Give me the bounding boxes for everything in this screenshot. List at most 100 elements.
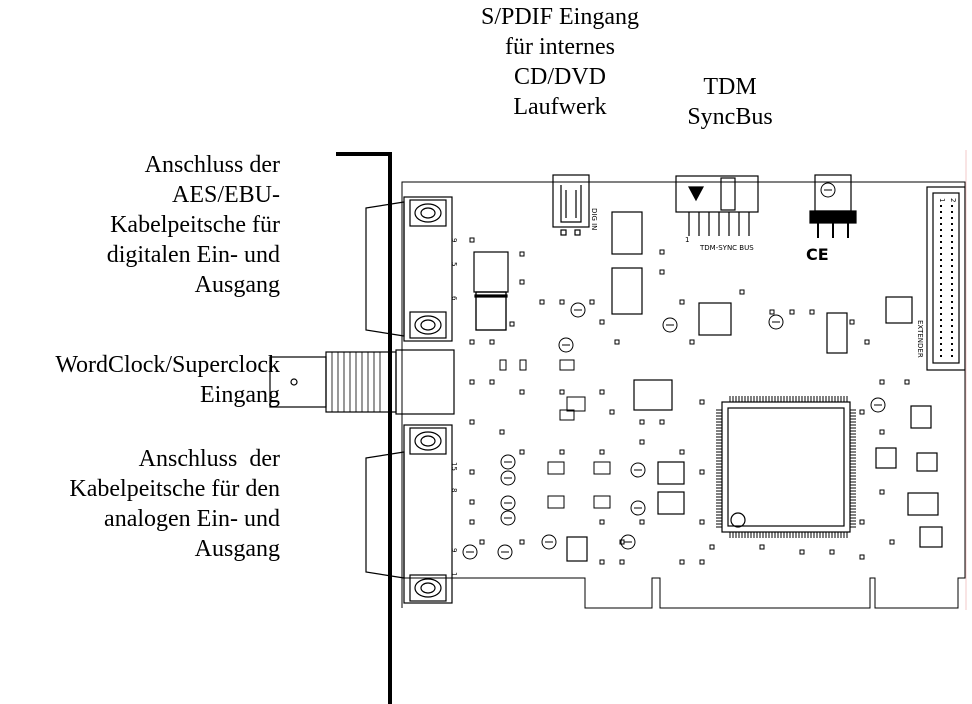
- extender-pin: [940, 205, 942, 207]
- smd-pad: [879, 379, 885, 385]
- wordclock-label: WordClock/Superclock Eingang: [0, 350, 280, 410]
- smd-part: [519, 359, 527, 371]
- smd-pad: [904, 379, 910, 385]
- wordclock-line-2: Eingang: [200, 382, 280, 408]
- smd-pad: [879, 429, 885, 435]
- smd-pad: [849, 319, 855, 325]
- ext-pin-1-text: 1: [938, 198, 946, 202]
- smd-pad: [689, 339, 695, 345]
- smd-pad: [864, 339, 870, 345]
- smd-pad: [789, 309, 795, 315]
- aes-ebu-line-5: Ausgang: [194, 272, 280, 298]
- extender-pin: [940, 277, 942, 279]
- smd-part: [566, 396, 586, 412]
- smd-pad: [759, 544, 765, 550]
- extender-pin: [940, 283, 942, 285]
- spdif-line-3: CD/DVD: [513, 64, 606, 90]
- extender-pin: [951, 289, 953, 291]
- extender-pin: [940, 241, 942, 243]
- smd-pad: [769, 309, 775, 315]
- smd-pad: [539, 299, 545, 305]
- tdm-line-1: TDM: [703, 74, 757, 100]
- extender-pin: [940, 259, 942, 261]
- spdif-line-1: S/PDIF Eingang: [480, 4, 639, 30]
- smd-pad: [499, 429, 505, 435]
- smd-pad: [599, 559, 605, 565]
- spdif-line-4: Laufwerk: [513, 94, 607, 120]
- extender-pin: [951, 223, 953, 225]
- pin-1-text: 1: [685, 236, 689, 244]
- db9-pin6-text: 6: [450, 296, 458, 301]
- smd-pad: [519, 251, 525, 257]
- analog-line-3: analogen Ein- und: [104, 506, 280, 532]
- dsp-chip-pins: [716, 396, 856, 538]
- smd-pad: [489, 379, 495, 385]
- smd-pad: [859, 519, 865, 525]
- smd-pad: [699, 399, 705, 405]
- smd-pad: [659, 419, 665, 425]
- smd-pad: [479, 539, 485, 545]
- extender-pin: [951, 211, 953, 213]
- smd-pad: [599, 319, 605, 325]
- dig-in-chip: [473, 251, 509, 293]
- extender-pin: [951, 235, 953, 237]
- tdm-sync-bus-header: [675, 175, 759, 236]
- extender-pin: [951, 325, 953, 327]
- aes-ebu-line-1: Anschluss der: [144, 152, 280, 178]
- extender-pin: [940, 211, 942, 213]
- smd-pad: [559, 389, 565, 395]
- smd-part: [547, 495, 565, 509]
- extender-pin: [951, 337, 953, 339]
- extender-pin: [951, 241, 953, 243]
- smd-pad: [699, 469, 705, 475]
- smd-pad: [639, 419, 645, 425]
- smd-pad: [639, 519, 645, 525]
- extender-pin: [951, 355, 953, 357]
- extender-pin: [951, 277, 953, 279]
- spdif-line-2: für internes: [505, 34, 615, 60]
- db9-pin9-text: 9: [450, 238, 458, 242]
- smd-part: [547, 461, 565, 475]
- smd-pad: [469, 339, 475, 345]
- wordclock-line-1: WordClock/Superclock: [55, 352, 280, 378]
- trimmer-pot: [500, 470, 516, 486]
- extender-pin: [940, 235, 942, 237]
- extender-pin: [940, 343, 942, 345]
- extender-pin: [940, 289, 942, 291]
- trimmer-pot: [500, 454, 516, 470]
- db15-pin9-text: 9: [450, 548, 458, 552]
- analog-label: Anschluss der Kabelpeitsche für den anal…: [0, 444, 280, 564]
- extender-pin: [940, 325, 942, 327]
- ic-1: [475, 291, 507, 331]
- db15-pin15-text: 15: [450, 462, 458, 471]
- pcb-outline: [401, 181, 966, 609]
- extender-pin: [940, 265, 942, 267]
- smd-pad: [709, 544, 715, 550]
- extender-pin: [951, 271, 953, 273]
- aes-ebu-label: Anschluss der AES/EBU- Kabelpeitsche für…: [20, 150, 280, 300]
- smd-pad: [659, 249, 665, 255]
- smd-pad: [519, 279, 525, 285]
- smd-pad: [599, 389, 605, 395]
- smd-pad: [469, 379, 475, 385]
- jumper-header: [809, 174, 857, 238]
- smd-pad: [599, 449, 605, 455]
- extender-pin: [940, 271, 942, 273]
- extender-pin: [951, 217, 953, 219]
- trimmer-pot: [500, 510, 516, 526]
- mounting-bracket: [336, 152, 392, 704]
- smd-pad: [699, 519, 705, 525]
- extender-pin: [940, 307, 942, 309]
- extender-pin: [951, 205, 953, 207]
- extender-pin: [951, 319, 953, 321]
- trimmer-pot: [620, 534, 636, 550]
- analog-line-4: Ausgang: [194, 536, 280, 562]
- smd-pad: [614, 339, 620, 345]
- smd-part: [593, 461, 611, 475]
- extender-pin: [951, 229, 953, 231]
- smd-pad: [559, 299, 565, 305]
- smd-pad: [739, 289, 745, 295]
- extender-pin: [940, 301, 942, 303]
- smd-pad: [599, 519, 605, 525]
